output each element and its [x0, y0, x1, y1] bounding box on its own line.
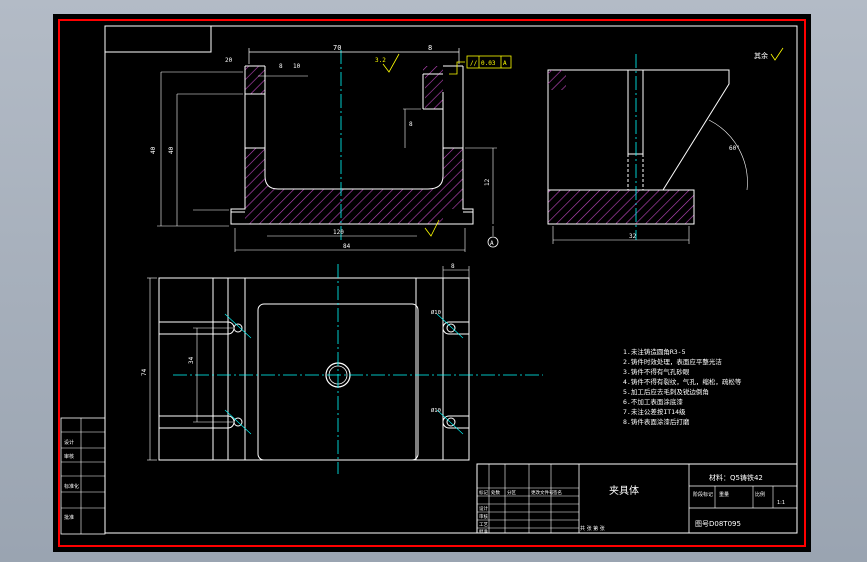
- note-3: 3.铸件不得有气孔砂眼: [623, 367, 690, 376]
- front-hatch-right-top: [423, 66, 443, 109]
- marks-col-3: 分区: [507, 489, 516, 496]
- marks-col-2: 处数: [491, 489, 500, 496]
- tol-value: 0.03: [481, 60, 496, 67]
- note-2: 2.铸件时效处理，表面应平整光洁: [623, 357, 722, 366]
- technical-notes: 1.未注铸造圆角R3-5 2.铸件时效处理，表面应平整光洁 3.铸件不得有气孔砂…: [623, 347, 742, 426]
- dim-right-mid: 8: [409, 121, 413, 128]
- side-hatch-top: [548, 70, 566, 90]
- top-view: 74 34 8 Ø10 Ø10: [141, 263, 543, 474]
- note-8: 8.铸件表面涂漆后打磨: [623, 417, 690, 426]
- approve-label: 批准: [479, 528, 488, 535]
- inner-border: [104, 25, 798, 534]
- side-hatch-base: [548, 190, 694, 224]
- scale-value: 1:1: [777, 500, 785, 506]
- dim-top-right-small: 8: [451, 263, 455, 270]
- scale-label: 比例: [755, 491, 765, 498]
- note-5: 5.加工后应去毛刺及锐边倒角: [623, 387, 709, 396]
- tol-symbol: //: [470, 60, 478, 67]
- front-hatch-left-top: [245, 66, 265, 94]
- marks-col-4: 更改文件号: [531, 489, 554, 496]
- code-box: [104, 25, 212, 53]
- left-table-row-7: 批准: [64, 514, 74, 521]
- dim-slot-2: Ø10: [431, 407, 441, 414]
- dim-bottom-total: 84: [343, 243, 351, 250]
- cad-drawing[interactable]: 70 8 40 40 20 8 10 8 12: [53, 14, 811, 552]
- drawing-sheet[interactable]: 70 8 40 40 20 8 10 8 12: [53, 14, 811, 552]
- front-hatch-base: [245, 148, 463, 224]
- front-view: 70 8 40 40 20 8 10 8 12: [150, 44, 512, 252]
- dim-side-base: 32: [629, 233, 637, 240]
- dim-top-width: 70: [333, 44, 341, 52]
- stage-label: 阶段标记: [693, 491, 713, 498]
- dim-top-left-inner: 34: [188, 356, 195, 364]
- note-1: 1.未注铸造圆角R3-5: [623, 347, 686, 356]
- marks-col-1: 标记: [479, 489, 488, 496]
- dim-left-height2: 40: [168, 146, 175, 154]
- left-table-row-2: 设计: [64, 439, 74, 446]
- side-view: 32 60° 其余: [547, 47, 784, 244]
- outer-frame: [58, 19, 806, 547]
- top-outline: [158, 277, 470, 461]
- svg-text:3.2: 3.2: [375, 57, 386, 64]
- marks-col-5: 签名: [553, 489, 562, 496]
- drawing-title: 夹具体: [609, 484, 639, 497]
- left-table-row-3: 审核: [64, 453, 74, 460]
- tol-datum: A: [503, 60, 507, 67]
- datum-symbol: [487, 236, 499, 248]
- dim-left-small3: 10: [293, 63, 301, 70]
- title-block: 夹具体 材料：Q5铸铁42 图号D08T095 阶段标记 重量 比例 1:1 共…: [476, 463, 798, 535]
- left-revision-table: 设计 审核 标准化 批准: [60, 417, 106, 535]
- datum-label: A: [490, 240, 494, 247]
- dim-right-top: 8: [428, 44, 432, 52]
- dim-left-small: 20: [225, 57, 233, 64]
- dim-slot-1: Ø10: [431, 309, 441, 316]
- tolerance-frame: [466, 55, 512, 69]
- checker-label: 审核: [479, 513, 488, 520]
- dim-left-small2: 8: [279, 63, 283, 70]
- dim-bottom-inner: 120: [333, 229, 344, 236]
- note-7: 7.未注公差按IT14级: [623, 407, 686, 416]
- dim-side-angle: 60°: [729, 145, 740, 152]
- note-6: 6.不加工表面涂底漆: [623, 397, 683, 406]
- weight-label: 重量: [719, 491, 729, 498]
- dim-left-height: 40: [150, 146, 157, 154]
- process-label: 工艺: [479, 522, 488, 528]
- dim-top-left-height: 74: [141, 368, 148, 376]
- sheet-label: 共 张 第 张: [580, 525, 605, 532]
- designer-label: 设计: [479, 505, 488, 512]
- roughness-note: 其余: [754, 51, 768, 60]
- note-4: 4.铸件不得有裂纹，气孔，缩松，疏松等: [623, 377, 742, 386]
- drawing-material: 材料：Q5铸铁42: [709, 473, 763, 482]
- left-table-row-5: 标准化: [64, 483, 79, 490]
- dim-right-lower: 12: [484, 178, 491, 186]
- drawing-number: 图号D08T095: [695, 520, 741, 528]
